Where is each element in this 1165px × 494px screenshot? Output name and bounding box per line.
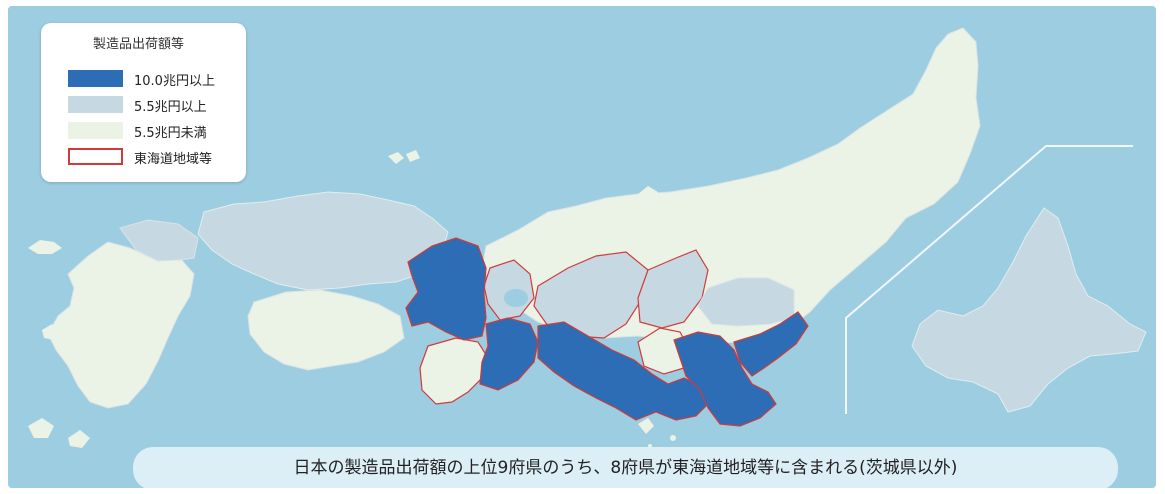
- sado-island: [638, 186, 658, 206]
- kinki-south: [479, 317, 539, 391]
- island-sea-2: [406, 150, 420, 162]
- shikoku: [247, 289, 405, 371]
- legend-label-tokaido: 東海道地域等: [134, 152, 213, 167]
- islands-izu: [638, 418, 654, 434]
- shizuoka-kanagawa: [673, 331, 777, 427]
- kyushu-north-prefecture: [119, 219, 199, 262]
- map-frame: 製造品出荷額等 10.0兆円以上 5.5兆円以上 5.5兆円未満 東海道地域等 …: [8, 6, 1156, 488]
- japan-map: [8, 6, 1156, 488]
- legend-swatch-tokaido: [68, 148, 123, 165]
- lake-biwa: [504, 289, 528, 307]
- island-south-2: [68, 430, 90, 448]
- hyogo-osaka: [405, 237, 487, 341]
- chiba-tokyo: [733, 311, 809, 377]
- legend: 製造品出荷額等 10.0兆円以上 5.5兆円以上 5.5兆円未満 東海道地域等: [41, 23, 246, 182]
- legend-title: 製造品出荷額等: [92, 37, 184, 52]
- hokkaido: [911, 207, 1147, 413]
- legend-label-high: 10.0兆円以上: [134, 74, 215, 89]
- aichi-region: [537, 321, 709, 421]
- kanto-north-prefectures: [697, 277, 795, 327]
- island-west-1: [28, 240, 62, 254]
- shizuoka-neighbors: [637, 249, 709, 329]
- island-west-2: [42, 324, 60, 340]
- hokuriku-prefectures: [533, 251, 649, 339]
- map-caption: 日本の製造品出荷額の上位9府県のうち、8府県が東海道地域等に含まれる(茨城県以外…: [133, 447, 1118, 488]
- legend-swatch-high: [68, 70, 123, 87]
- legend-label-low: 5.5兆円未満: [134, 126, 207, 141]
- island-sea-1: [388, 152, 404, 164]
- legend-label-mid: 5.5兆円以上: [134, 100, 207, 115]
- legend-swatch-low: [68, 122, 123, 139]
- nara-wakayama: [419, 337, 489, 405]
- island-south-1: [28, 418, 54, 438]
- inset-divider: [845, 145, 1133, 414]
- legend-swatch-mid: [68, 96, 123, 113]
- island-dot-1: [670, 435, 676, 441]
